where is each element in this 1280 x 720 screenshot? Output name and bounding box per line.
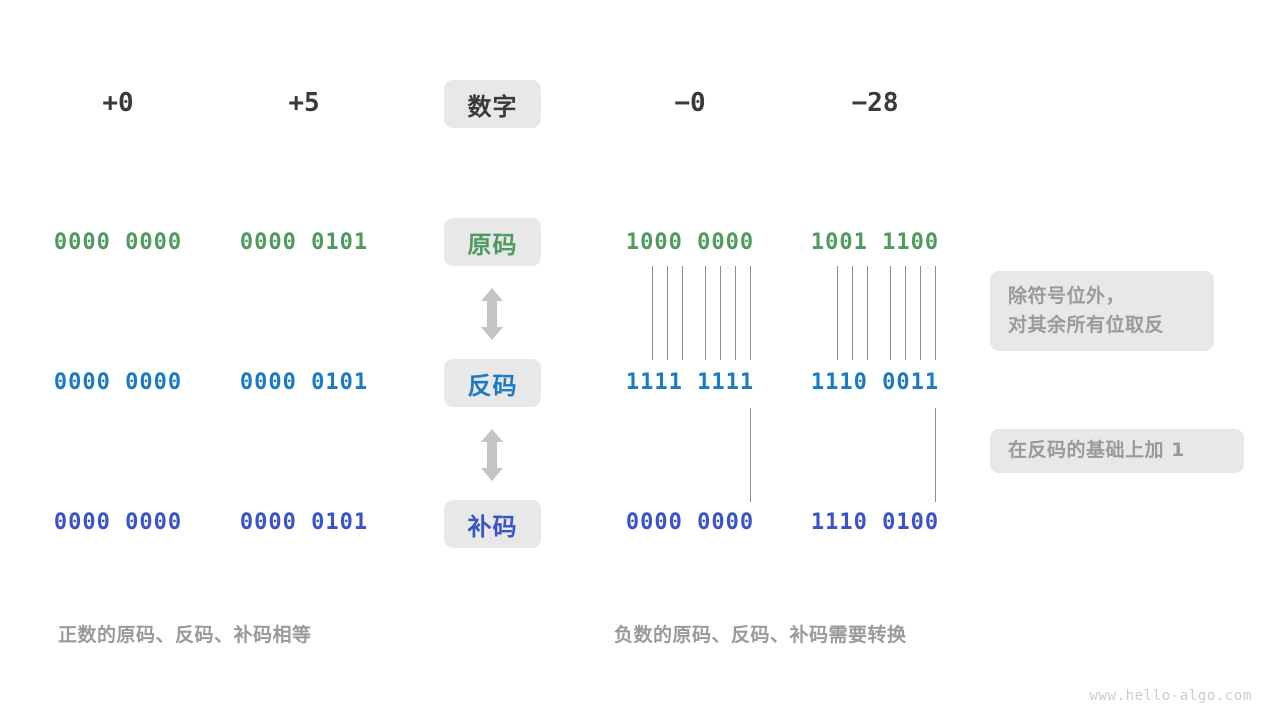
header-number-plus-five: +5 [288,88,320,118]
bits-twos-complement-minus-twentyeight: 1110 0100 [810,510,940,535]
header-number-minus-zero: −0 [674,88,706,118]
bits-ones-complement-minus-zero: 1111 1111 [625,370,755,395]
connector-tick [935,408,936,502]
bits-sign-magnitude-minus-zero: 1000 0000 [625,230,755,255]
row-label-ones-complement: 反码 [444,359,541,407]
bits-twos-complement-plus-five: 0000 0101 [239,510,369,535]
connector-tick [735,266,736,360]
connector-tick [905,266,906,360]
row-label-twos-complement: 补码 [444,500,541,548]
connector-tick [837,266,838,360]
connector-tick [867,266,868,360]
connector-tick [920,266,921,360]
callout-add-one: 在反码的基础上加 1 [990,429,1244,473]
bits-ones-complement-minus-twentyeight: 1110 0011 [810,370,940,395]
bits-sign-magnitude-plus-zero: 0000 0000 [53,230,183,255]
connector-tick [652,266,653,360]
bits-ones-complement-plus-five: 0000 0101 [239,370,369,395]
connector-tick [935,266,936,360]
caption-positive: 正数的原码、反码、补码相等 [58,624,312,646]
row-label-sign-magnitude: 原码 [444,218,541,266]
double-arrow-icon-two [479,429,505,481]
connector-tick [667,266,668,360]
header-number-plus-zero: +0 [102,88,134,118]
connector-tick [890,266,891,360]
connector-tick [720,266,721,360]
caption-negative: 负数的原码、反码、补码需要转换 [614,624,907,646]
bits-sign-magnitude-minus-twentyeight: 1001 1100 [810,230,940,255]
double-arrow-icon-one [479,288,505,340]
connector-tick [750,266,751,360]
bits-twos-complement-minus-zero: 0000 0000 [625,510,755,535]
bits-twos-complement-plus-zero: 0000 0000 [53,510,183,535]
watermark-url: www.hello-algo.com [1089,688,1252,704]
callout-invert-line-2: 对其余所有位取反 [1008,314,1165,336]
callout-invert-line-1: 除符号位外， [1008,284,1126,307]
bits-ones-complement-plus-zero: 0000 0000 [53,370,183,395]
connector-tick [682,266,683,360]
bits-sign-magnitude-plus-five: 0000 0101 [239,230,369,255]
callout-invert-bits: 除符号位外， 对其余所有位取反 [990,271,1214,351]
connector-tick [750,408,751,502]
connector-tick [852,266,853,360]
row-label-number: 数字 [444,80,541,128]
callout-add-one-line-1: 在反码的基础上加 1 [1008,439,1185,462]
header-number-minus-twentyeight: −28 [851,88,899,118]
connector-tick [705,266,706,360]
